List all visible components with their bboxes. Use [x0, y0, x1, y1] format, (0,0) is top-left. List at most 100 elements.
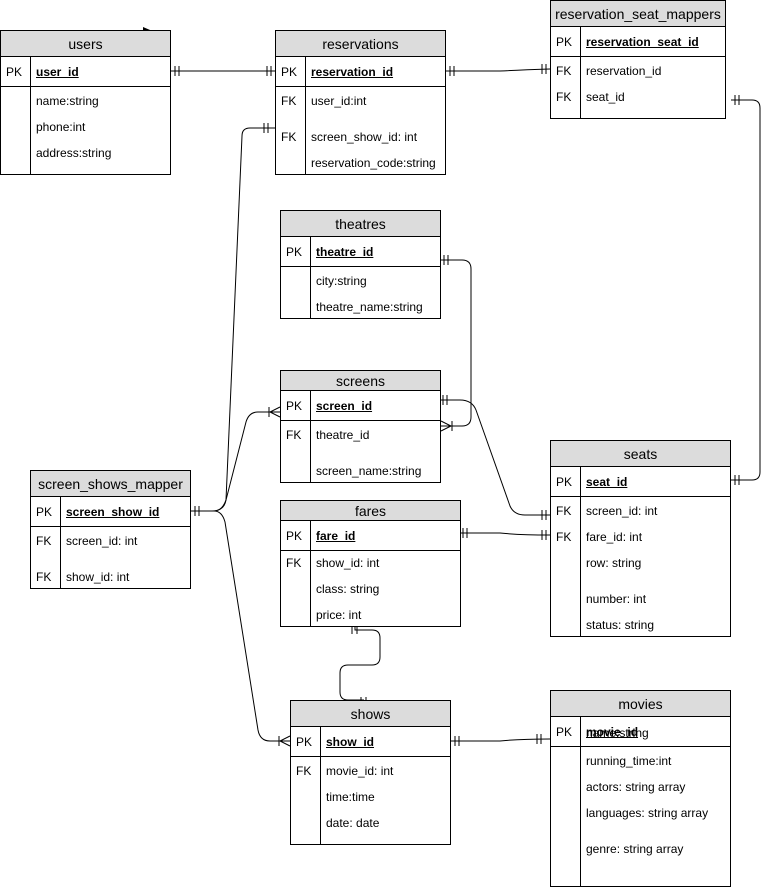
field-row[interactable]: row: string	[586, 556, 642, 570]
primary-key-field[interactable]: movie_id	[586, 725, 639, 739]
field-show-id[interactable]: show_id: int	[66, 570, 130, 584]
field-actors[interactable]: actors: string array	[586, 780, 686, 794]
entity-title: theatres	[281, 211, 440, 237]
primary-key-row	[551, 717, 730, 747]
field-date[interactable]: date: date	[326, 816, 380, 830]
fk-label: FK	[281, 130, 297, 144]
field-languages[interactable]: languages: string array	[586, 806, 709, 820]
key-column-divider	[281, 237, 311, 318]
primary-key-field[interactable]: reservation_id	[311, 65, 394, 79]
fk-label: FK	[281, 94, 297, 108]
rel-shows-movies	[451, 734, 551, 746]
fk-label: FK	[36, 534, 52, 548]
key-column-divider	[276, 57, 306, 174]
rel-reservations-screenshows	[191, 123, 275, 516]
field-number[interactable]: number: int	[586, 592, 647, 606]
field-name[interactable]: name:string	[586, 726, 649, 740]
primary-key-row	[31, 497, 190, 527]
entity-title: reservations	[276, 31, 445, 57]
primary-key-field[interactable]: screen_show_id	[66, 505, 160, 519]
field-screen-name[interactable]: screen_name:string	[316, 464, 422, 478]
rel-theatres-screens	[440, 255, 472, 432]
rel-screens-seats	[441, 395, 550, 520]
fk-label: FK	[36, 570, 52, 584]
primary-key-row	[281, 237, 440, 267]
primary-key-row	[551, 467, 730, 497]
pk-label: PK	[286, 529, 303, 543]
key-column-divider	[551, 467, 581, 636]
pk-label: PK	[6, 65, 23, 79]
entity-title: screens	[281, 371, 440, 391]
field-fare-id[interactable]: fare_id: int	[586, 530, 643, 544]
key-column-divider	[551, 717, 581, 886]
entity-title: seats	[551, 441, 730, 467]
rel-fares-shows	[339, 626, 381, 704]
field-theatre-id[interactable]: theatre_id	[316, 428, 370, 442]
field-reservation-id[interactable]: reservation_id	[586, 64, 662, 78]
primary-key-row	[291, 727, 450, 757]
rel-reservations-seatmappers	[446, 64, 551, 76]
key-column-divider	[291, 727, 321, 844]
entity-title: users	[1, 31, 170, 57]
field-show-id[interactable]: show_id: int	[316, 556, 380, 570]
field-genre[interactable]: genre: string array	[586, 842, 684, 856]
primary-key-field[interactable]: user_id	[36, 65, 79, 79]
field-city[interactable]: city:string	[316, 274, 367, 288]
fk-label: FK	[556, 504, 572, 518]
field-screen-id[interactable]: screen_id: int	[66, 534, 138, 548]
fk-label: FK	[286, 556, 302, 570]
primary-key-field[interactable]: reservation_seat_id	[586, 35, 699, 49]
primary-key-field[interactable]: screen_id	[316, 399, 373, 413]
rel-users-reservations	[171, 66, 275, 76]
rel-screenshows-shows	[191, 510, 291, 747]
fk-label: FK	[556, 90, 572, 104]
primary-key-field[interactable]: theatre_id	[316, 245, 374, 259]
field-status[interactable]: status: string	[586, 618, 655, 632]
entity-title: shows	[291, 701, 450, 727]
pk-label: PK	[556, 725, 573, 739]
primary-key-field[interactable]: seat_id	[586, 475, 628, 489]
field-screen-id[interactable]: screen_id: int	[586, 504, 658, 518]
entity-title: reservation_seat_mappers	[551, 1, 725, 27]
pk-label: PK	[286, 245, 303, 259]
field-theatre-name[interactable]: theatre_name:string	[316, 300, 423, 314]
field-seat-id[interactable]: seat_id	[586, 90, 625, 104]
field-address[interactable]: address:string	[36, 146, 112, 160]
primary-key-field[interactable]: fare_id	[316, 529, 356, 543]
field-reservation-code[interactable]: reservation_code:string	[311, 156, 436, 170]
field-user-id[interactable]: user_id:int	[311, 94, 367, 108]
key-column-divider	[31, 497, 61, 588]
rel-fares-seats	[461, 528, 551, 540]
field-class[interactable]: class: string	[316, 582, 380, 596]
field-phone[interactable]: phone:int	[36, 120, 86, 134]
field-running-time[interactable]: running_time:int	[586, 754, 672, 768]
pk-label: PK	[281, 65, 298, 79]
field-price[interactable]: price: int	[316, 608, 362, 622]
field-screen-show-id[interactable]: screen_show_id: int	[311, 130, 418, 144]
primary-key-field[interactable]: show_id	[326, 735, 375, 749]
rel-seatmappers-seats	[731, 95, 761, 485]
fk-label: FK	[556, 64, 572, 78]
primary-key-row	[281, 391, 440, 421]
pk-label: PK	[296, 735, 313, 749]
entity-title: fares	[281, 501, 460, 521]
pk-label: PK	[36, 505, 53, 519]
field-name[interactable]: name:string	[36, 94, 99, 108]
entity-title: movies	[551, 691, 730, 717]
key-column-divider	[1, 57, 31, 174]
field-time[interactable]: time:time	[326, 790, 375, 804]
field-movie-id[interactable]: movie_id: int	[326, 764, 394, 778]
key-column-divider	[281, 391, 311, 482]
